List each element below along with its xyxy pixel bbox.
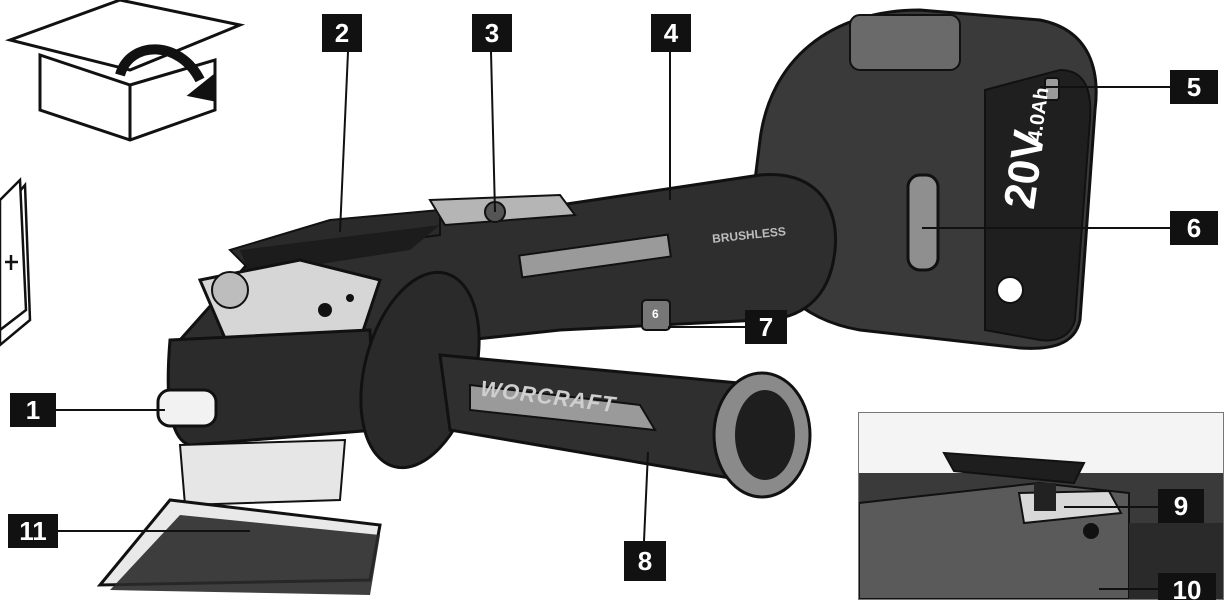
manual-book-icon (0, 177, 32, 347)
callout-3: 3 (472, 14, 512, 52)
leader-lines (56, 51, 1170, 542)
speed-dial-marking: 6 (652, 307, 659, 321)
callout-2: 2 (322, 14, 362, 52)
callout-4: 4 (651, 14, 691, 52)
auxiliary-handle (359, 270, 812, 499)
callout-5: 5 (1170, 70, 1218, 104)
callout-6: 6 (1170, 211, 1218, 245)
battery-pack (748, 8, 1098, 350)
callout-9: 9 (1158, 489, 1204, 523)
unbox-icon (4, 0, 246, 142)
callout-10: 10 (1158, 573, 1216, 605)
callout-1: 1 (10, 393, 56, 427)
callout-11: 11 (8, 514, 58, 548)
callout-7: 7 (745, 310, 787, 344)
callout-8: 8 (624, 541, 666, 581)
tool-head (96, 258, 382, 595)
